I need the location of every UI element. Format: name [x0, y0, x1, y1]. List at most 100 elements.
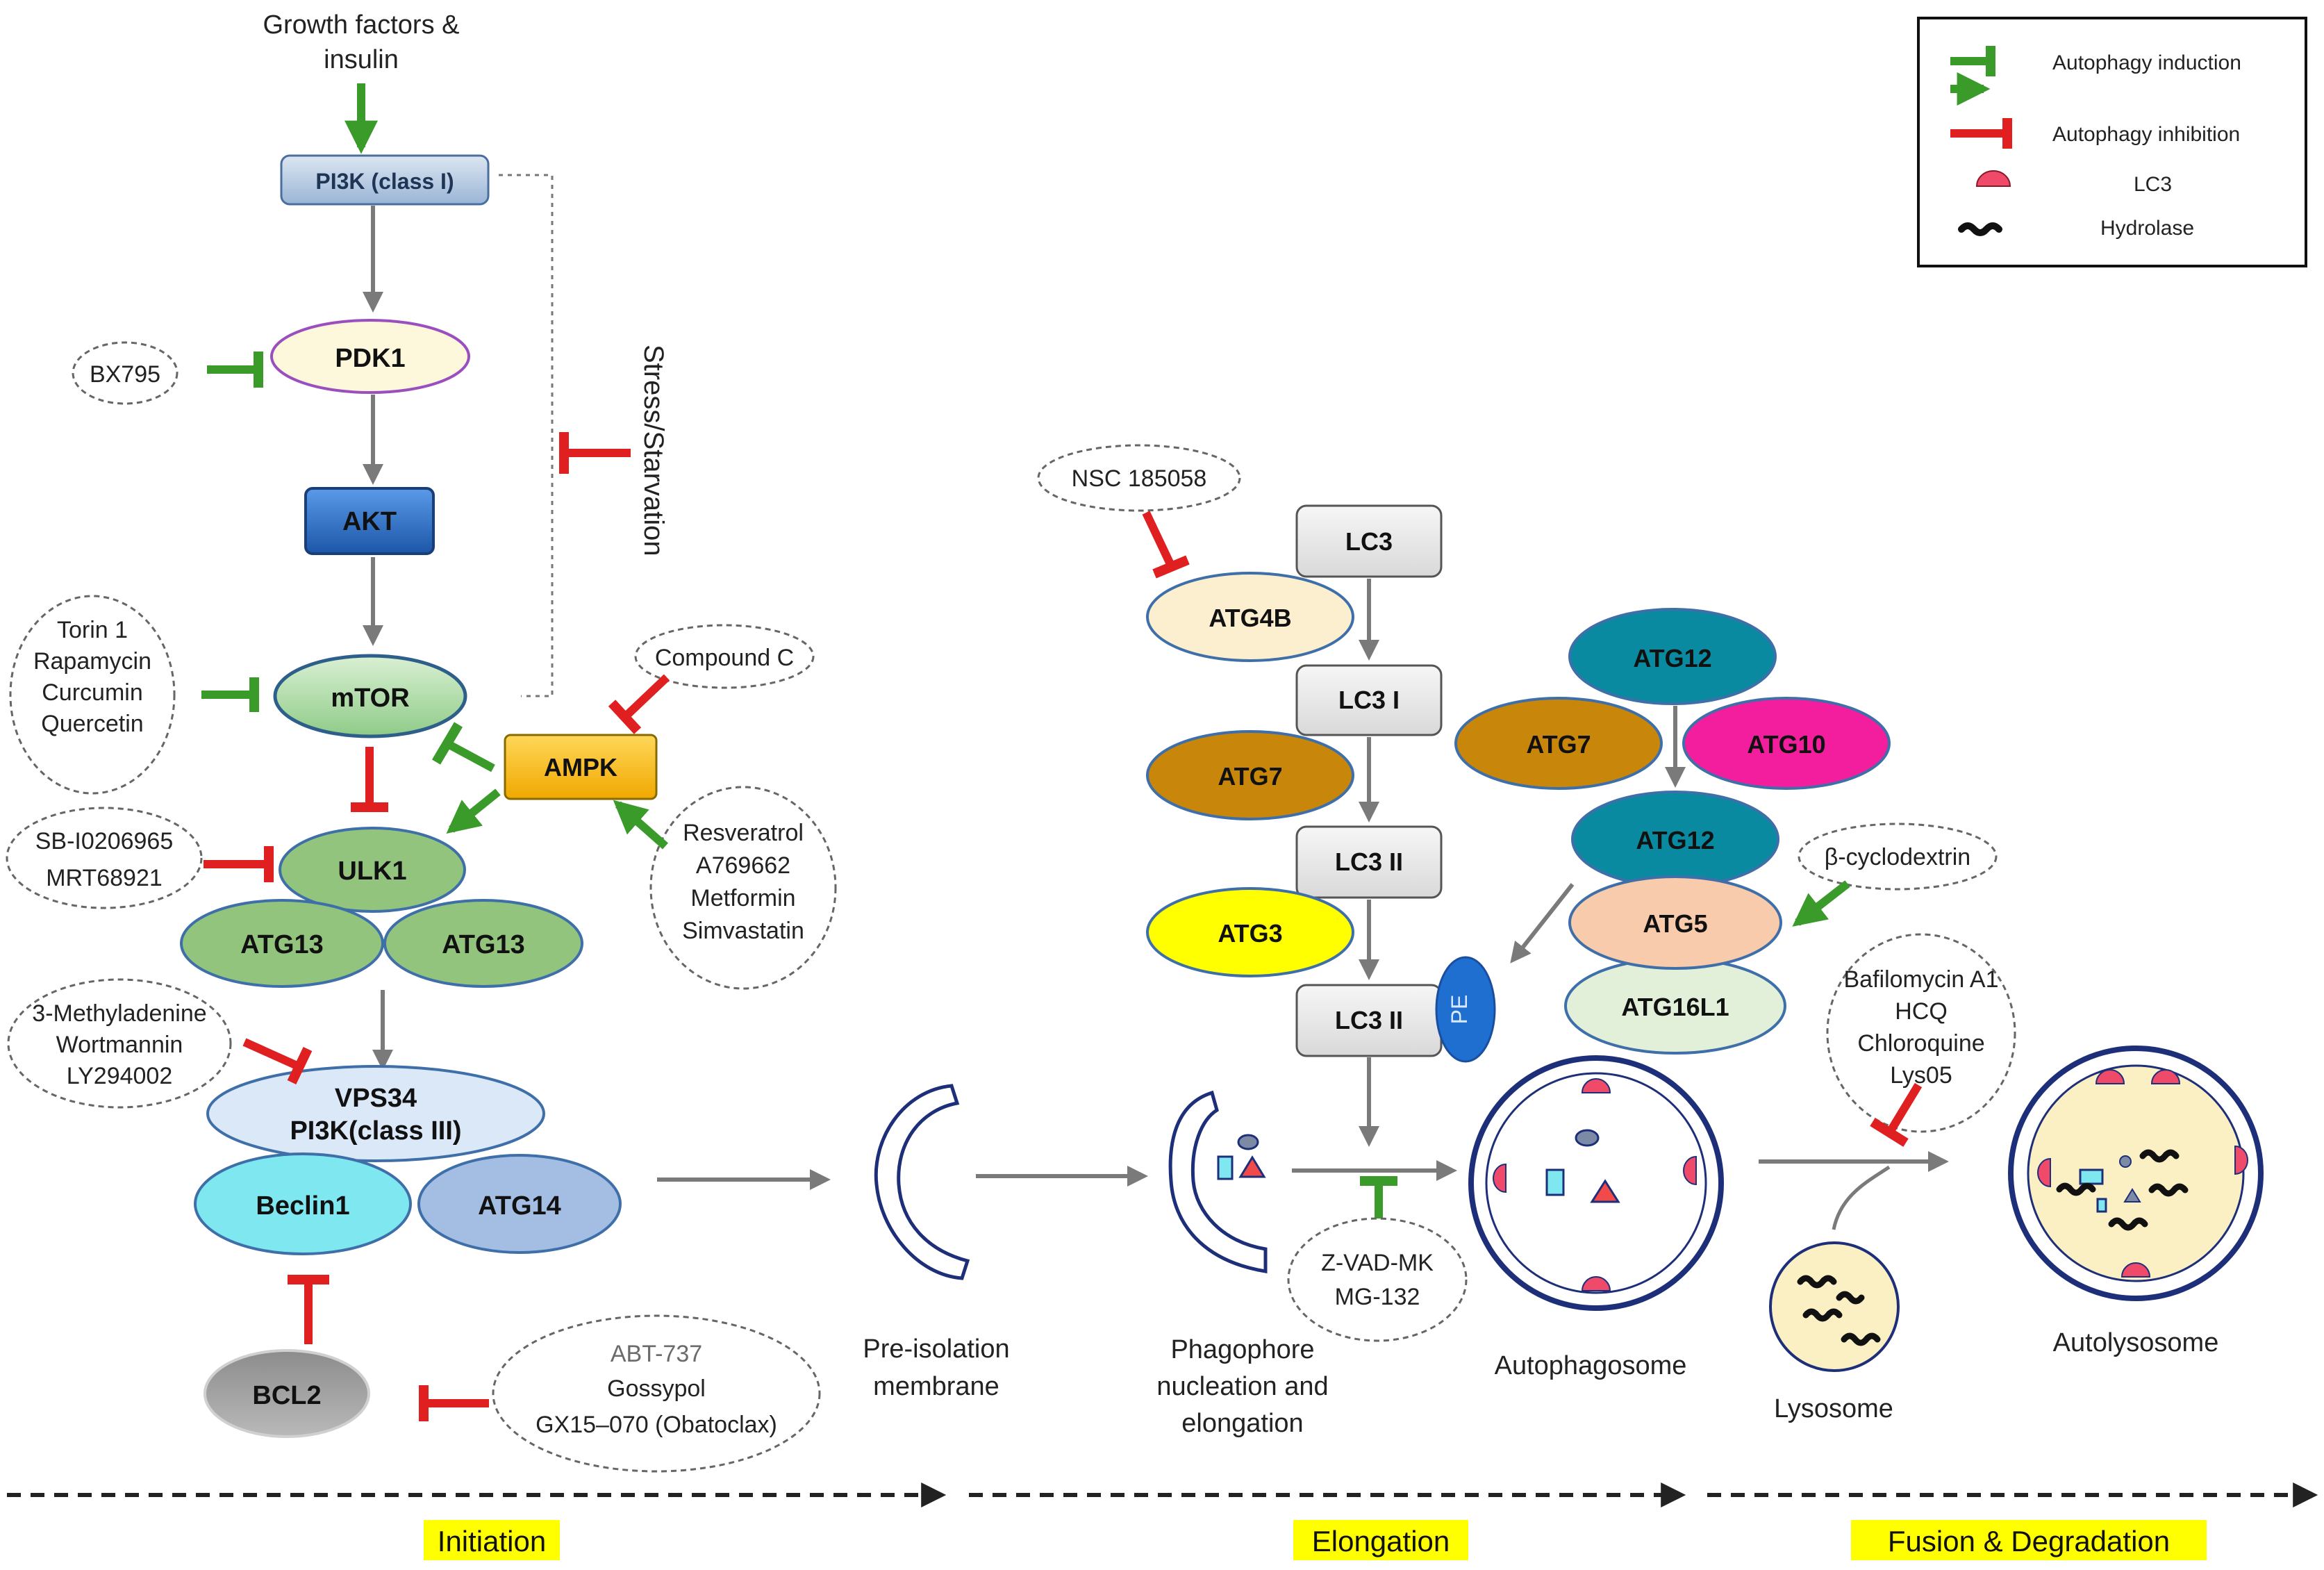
- akt-node: [304, 487, 435, 555]
- abt-inhibits-bcl2: [419, 1385, 489, 1421]
- methyladenine-label-3: LY294002: [67, 1063, 173, 1089]
- lc3-ii-label-b: LC3 II: [1335, 1006, 1403, 1034]
- atg5-node: [1568, 875, 1782, 970]
- atg3-label: ATG3: [1218, 919, 1282, 948]
- lysosome-fusion-curve: [1832, 1165, 1891, 1230]
- growth-factors-label: Growth factors &: [263, 10, 460, 40]
- stress-dotted-bracket: [499, 174, 554, 697]
- autolysosome-shape: [2008, 1046, 2264, 1301]
- sb-label-2: MRT68921: [46, 865, 163, 891]
- bafilomycin-label-2: HCQ: [1895, 998, 1948, 1025]
- lc3-ii-node-a: [1295, 825, 1443, 899]
- bx795-bubble: [72, 341, 179, 405]
- nsc-inhibits-atg4b: [1142, 511, 1190, 579]
- autophagosome-shape: [1468, 1055, 1724, 1311]
- mtor-node: [273, 654, 467, 738]
- elongation-label: Elongation: [1312, 1525, 1450, 1557]
- sb-label-1: SB-I0206965: [35, 828, 174, 854]
- initiation-highlight: [424, 1520, 560, 1560]
- lc3-ii-label-a: LC3 II: [1335, 848, 1403, 876]
- autophagosome-label: Autophagosome: [1495, 1351, 1687, 1380]
- phagophore-cargo-triangle: [1238, 1155, 1266, 1178]
- atg7-left-label: ATG7: [1218, 762, 1282, 791]
- bafilomycin-label-1: Bafilomycin A1: [1844, 966, 1999, 993]
- atg12-top-label: ATG12: [1633, 644, 1711, 672]
- pdk1-node: [270, 319, 470, 394]
- cyclodextrin-activates-atg5: [1792, 880, 1850, 927]
- preisolation-membrane-shape: [874, 1084, 970, 1280]
- torin-label-3: Curcumin: [42, 679, 142, 706]
- atg13-left-node: [180, 899, 384, 988]
- atg7-left-node: [1146, 730, 1354, 820]
- atg14-node: [417, 1154, 622, 1254]
- legend-lc3-label: LC3: [2134, 173, 2172, 196]
- vps34-node: [206, 1065, 545, 1162]
- abt-label-2: Gossypol: [607, 1375, 706, 1402]
- resveratrol-bubble: [649, 786, 837, 990]
- compound-c-label: Compound C: [655, 645, 794, 671]
- zvad-label-1: Z-VAD-MK: [1321, 1250, 1434, 1276]
- mtor-inhibits-ulk1: [351, 747, 388, 812]
- initiation-label: Initiation: [438, 1525, 546, 1557]
- torin-bubble: [9, 595, 176, 795]
- compound-c-inhibits-ampk: [608, 674, 670, 734]
- atg12-top-node: [1568, 608, 1777, 705]
- bcl2-node: [204, 1349, 370, 1438]
- methyladenine-inhibits-vps34: [242, 1038, 313, 1085]
- ampk-node: [504, 734, 658, 800]
- lysosome-label: Lysosome: [1774, 1394, 1893, 1423]
- fusion-degradation-label: Fusion & Degradation: [1888, 1525, 2170, 1557]
- bx795-label: BX795: [90, 361, 160, 388]
- legend: [1917, 17, 2307, 267]
- cyclodextrin-bubble: [1798, 823, 1998, 891]
- atg10-node: [1682, 697, 1891, 790]
- atg13-right-label: ATG13: [442, 930, 525, 959]
- legend-hydrolase-label: Hydrolase: [2100, 217, 2194, 240]
- pi3k-class1-label: PI3K (class I): [315, 169, 454, 194]
- atg16l1-label: ATG16L1: [1621, 993, 1729, 1021]
- atg12-mid-label: ATG12: [1636, 826, 1714, 854]
- atg13-right-node: [383, 899, 583, 988]
- abt-label-1: ABT-737: [611, 1341, 702, 1367]
- pi3k-class3-label: PI3K(class III): [290, 1116, 461, 1146]
- phagophore-cargo-oval: [1237, 1134, 1259, 1150]
- stress-inhibition-bar: [559, 432, 631, 474]
- mtor-label: mTOR: [331, 684, 409, 713]
- phagophore-cargo-rect: [1217, 1155, 1234, 1180]
- preisolation-label-2: membrane: [873, 1372, 999, 1401]
- resveratrol-activates-ampk: [613, 800, 668, 850]
- atg13-left-label: ATG13: [240, 930, 324, 959]
- ampk-inhibits-mtor: [431, 722, 495, 772]
- zvad-bubble: [1287, 1217, 1468, 1342]
- atg5-label: ATG5: [1643, 909, 1707, 938]
- methyladenine-label-2: Wortmannin: [56, 1032, 183, 1058]
- abt-label-3: GX15–070 (Obatoclax): [536, 1412, 777, 1438]
- atg7-right-label: ATG7: [1526, 730, 1591, 759]
- torin-inhibits-mtor: [201, 677, 259, 712]
- ampk-label: AMPK: [544, 753, 617, 782]
- bcl2-inhibits-beclin1: [288, 1275, 329, 1344]
- lc3-label: LC3: [1345, 527, 1393, 556]
- nsc-label: NSC 185058: [1072, 465, 1207, 492]
- lc3-node: [1295, 504, 1443, 578]
- resveratrol-label-3: Metformin: [690, 885, 795, 911]
- pdk1-label: PDK1: [335, 344, 405, 373]
- beclin1-label: Beclin1: [256, 1191, 349, 1221]
- torin-label-1: Torin 1: [57, 617, 128, 643]
- sb-bubble: [6, 807, 203, 909]
- atg4b-label: ATG4B: [1209, 604, 1291, 632]
- preisolation-label-1: Pre-isolation: [863, 1334, 1009, 1364]
- compound-c-bubble: [634, 624, 815, 689]
- atg4b-node: [1146, 572, 1354, 662]
- legend-inhibition-label: Autophagy inhibition: [2052, 123, 2240, 146]
- lc3-i-label: LC3 I: [1338, 686, 1400, 714]
- phagophore-label-3: elongation: [1181, 1409, 1303, 1438]
- bafilomycin-bubble: [1826, 933, 2016, 1133]
- abt-bubble: [492, 1314, 821, 1473]
- zvad-label-2: MG-132: [1335, 1284, 1420, 1310]
- legend-induction-label: Autophagy induction: [2052, 51, 2241, 74]
- lc3-i-node: [1295, 664, 1443, 736]
- torin-label-4: Quercetin: [41, 711, 143, 737]
- bafilomycin-label-3: Chloroquine: [1857, 1030, 1984, 1057]
- methyladenine-bubble: [7, 978, 232, 1109]
